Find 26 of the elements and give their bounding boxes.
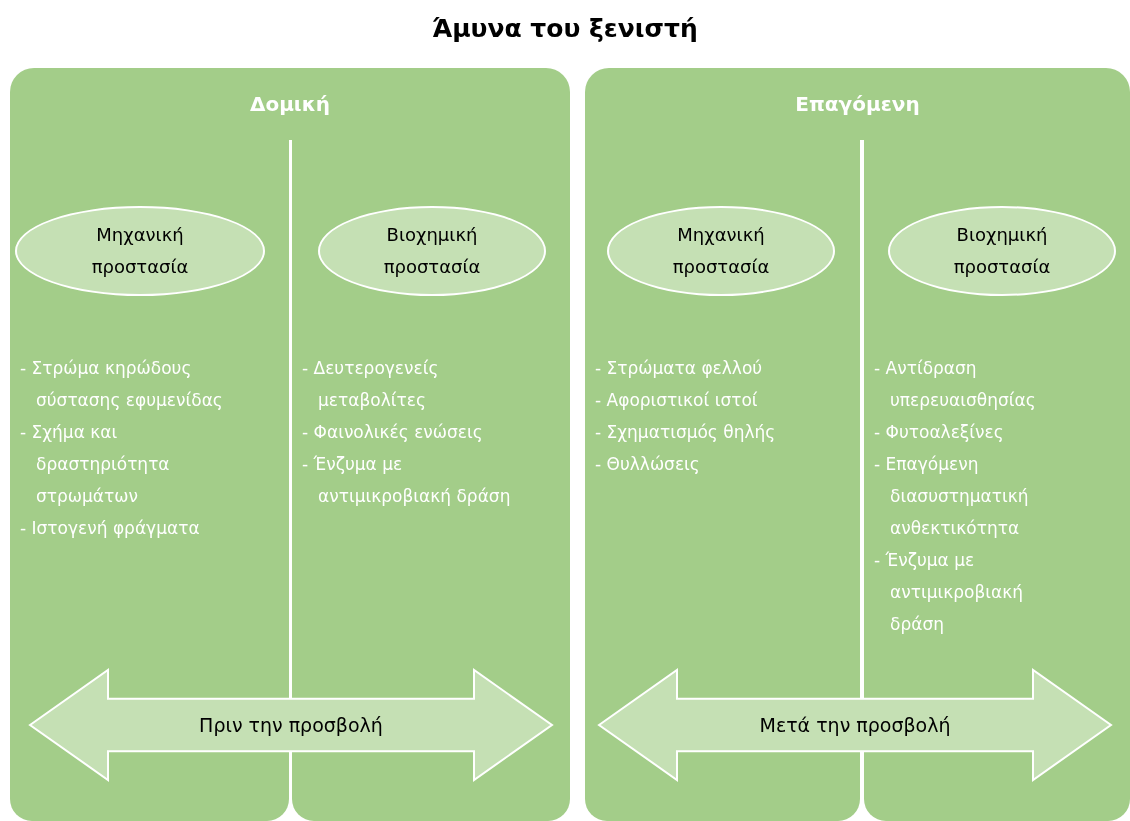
ellipse-label: Μηχανική προστασία (671, 223, 771, 279)
list-item: - Αφοριστικοί ιστοί (595, 389, 759, 412)
list-item: - Ένζυμα με αντιμικροβιακή δράση (302, 453, 512, 508)
list-item: - Δευτερογενείς μεταβολίτες (302, 357, 440, 412)
list-item: - Σχηματισμός θηλής (595, 421, 777, 444)
diagram-title: Άμυνα του ξενιστή (431, 14, 699, 43)
list-item: - Ένζυμα με αντιμικροβιακή δράση (874, 549, 1025, 636)
group-panel (585, 68, 1130, 821)
list-item: - Σχήμα και δραστηριότητα στρωμάτων (20, 421, 171, 508)
ellipse-label: Μηχανική προστασία (90, 223, 190, 279)
panel-heading: Δομική (248, 92, 332, 116)
arrow-label: Πριν την προσβολή (198, 714, 384, 736)
group-panel (10, 68, 570, 821)
panel-heading: Επαγόμενη (794, 92, 921, 116)
column-panel (10, 138, 289, 821)
list-item: - Στρώμα κηρώδους σύστασης εφυμενίδας (20, 357, 224, 412)
list-item: - Φαινολικές ενώσεις (302, 421, 484, 444)
list-item: - Αντίδραση υπερευαισθησίας (874, 357, 1037, 412)
list-item: - Θυλλώσεις (595, 453, 701, 476)
ellipse-label: Βιοχημική προστασία (382, 223, 482, 279)
list-item: - Ιστογενή φράγματα (20, 517, 201, 540)
list-item: - Επαγόμενη διασυστηματική ανθεκτικότητα (874, 453, 1030, 540)
list-item: - Φυτοαλεξίνες (874, 421, 1005, 444)
ellipse-label: Βιοχημική προστασία (952, 223, 1052, 279)
arrow-label: Μετά την προσβολή (758, 714, 952, 736)
list-item: - Στρώματα φελλού (595, 357, 764, 380)
